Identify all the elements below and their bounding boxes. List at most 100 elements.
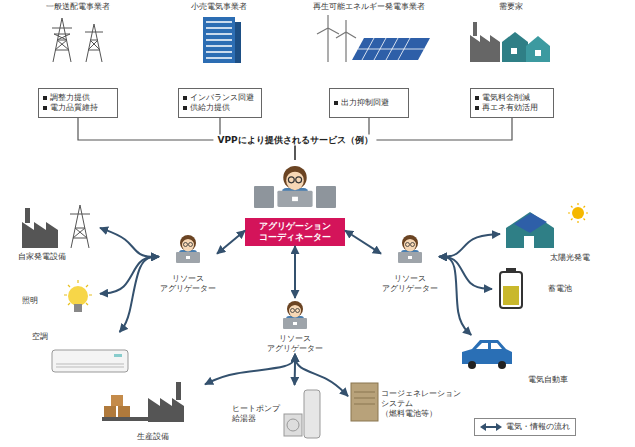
light-bulb-icon — [64, 280, 92, 312]
private-generator-icon — [22, 222, 58, 248]
coordinator-figure — [277, 166, 312, 207]
air-conditioner-icon — [52, 350, 128, 372]
resource-label: 蓄電池 — [548, 284, 572, 294]
flow-arrow — [100, 228, 159, 257]
consumer-icon — [470, 35, 500, 62]
legend-sample — [480, 422, 502, 432]
private-generator-icon — [22, 205, 90, 248]
solar-house-icon — [506, 203, 588, 248]
legend-box: 電気・情報の流れ — [474, 418, 576, 436]
coordinator-box: アグリゲーション コーディネーター — [245, 160, 345, 246]
flow-arrow — [294, 246, 296, 298]
transmission-tower-icon — [52, 18, 103, 62]
flow-arrow — [439, 234, 500, 257]
aggregator-label: リソース アグリゲーター — [381, 274, 439, 294]
resource-label: 照明 — [22, 296, 38, 306]
renewable-plant-icon — [352, 38, 430, 60]
aggregator-figure — [398, 235, 422, 263]
resource-node: コージェネレーション システム （燃料電池等） — [348, 378, 463, 430]
flow-arrow — [295, 354, 348, 396]
stakeholder-name: 一般送配電事業者 — [46, 2, 110, 12]
resource-label: 電気自動車 — [528, 375, 568, 385]
coordinator-figure — [254, 186, 274, 208]
renewable-plant-icon — [317, 15, 430, 62]
flow-arrow — [217, 231, 245, 254]
service-box: インバランス回避供給力提供 — [178, 88, 262, 118]
private-generator-icon — [70, 205, 90, 248]
flow-arrow — [100, 257, 159, 294]
service-item: 供給力提供 — [183, 103, 257, 113]
legend-item: 電気・情報の流れ — [480, 422, 570, 432]
service-item: インバランス回避 — [183, 93, 257, 103]
aggregator-figure — [176, 235, 422, 329]
flow-arrow — [120, 257, 159, 332]
resource-node: 太陽光発電 — [500, 205, 590, 263]
production-equipment-icon — [148, 398, 184, 422]
light-bulb-icon — [68, 286, 88, 306]
office-building-icon — [235, 22, 241, 63]
heat-pump-icon — [304, 390, 320, 438]
consumer-icon — [502, 32, 528, 62]
electric-car-icon — [498, 361, 506, 369]
resource-label: 空調 — [32, 332, 48, 342]
legend-sample — [480, 423, 502, 431]
electric-car-icon — [468, 361, 476, 369]
storage-battery-icon — [500, 272, 522, 308]
production-equipment-icon — [111, 395, 123, 406]
solar-house-icon — [524, 236, 534, 248]
private-generator-icon — [25, 208, 30, 223]
air-conditioner-icon — [114, 354, 122, 357]
coordinator-figure — [316, 186, 336, 208]
air-conditioner-icon — [52, 350, 128, 372]
resource-node: 空調 — [32, 332, 135, 377]
flow-arrow — [294, 354, 296, 385]
legend-sample — [485, 426, 497, 428]
light-bulb-icon — [74, 304, 82, 312]
flow-arrow — [205, 354, 295, 384]
production-equipment-icon — [102, 382, 184, 422]
air-conditioner-icon — [56, 364, 124, 367]
aggregator-node: リソース アグリゲーター — [266, 298, 324, 354]
storage-battery-icon — [500, 268, 522, 308]
flow-arrow — [439, 257, 471, 335]
service-item: 再エネ有効活用 — [475, 103, 549, 113]
storage-battery-icon — [503, 286, 519, 305]
renewable-plant-icon — [317, 15, 339, 62]
cogeneration-icon — [354, 392, 375, 404]
service-line — [295, 118, 512, 160]
resource-node: 生産設備 — [100, 378, 205, 442]
light-bulb-icon — [64, 280, 92, 305]
coordinator-label: アグリゲーション コーディネーター — [245, 218, 345, 246]
renewable-plant-icon — [336, 20, 356, 62]
consumer-icon — [526, 36, 550, 62]
solar-house-icon — [568, 203, 588, 223]
electric-car-icon — [462, 340, 512, 364]
resource-node: ヒートポンプ 給湯器 — [232, 385, 324, 443]
service-item: 電気料金削減 — [475, 93, 549, 103]
stakeholder-name: 需要家 — [499, 2, 523, 12]
legend-text: 電気・情報の流れ — [506, 422, 570, 432]
resource-label: コージェネレーション システム （燃料電池等） — [381, 389, 463, 419]
production-equipment-icon — [102, 417, 152, 421]
production-equipment-icon — [104, 406, 116, 417]
service-box: 出力抑制回避 — [329, 88, 409, 118]
heat-pump-icon — [287, 419, 299, 431]
solar-house-icon — [572, 207, 584, 219]
stakeholder-icon: 再生可能エネルギー発電事業者 — [299, 2, 439, 64]
service-item: 出力抑制回避 — [334, 98, 404, 108]
stakeholder-name: 再生可能エネルギー発電事業者 — [313, 2, 425, 12]
office-building-icon — [203, 17, 241, 63]
flow-arrow — [345, 231, 381, 254]
consumer-icon — [473, 22, 477, 36]
heat-pump-icon — [284, 414, 302, 436]
electric-car-icon — [476, 343, 502, 349]
resource-node: 照明 — [22, 278, 100, 323]
service-line — [295, 118, 369, 160]
cogeneration-icon — [351, 383, 378, 421]
consumer-icon — [470, 22, 550, 62]
bracket-label: VPPにより提供されるサービス（例） — [213, 135, 376, 146]
aggregator-figure — [176, 235, 200, 263]
office-building-icon — [203, 17, 235, 63]
production-equipment-icon — [118, 406, 130, 417]
solar-house-icon — [514, 213, 547, 233]
